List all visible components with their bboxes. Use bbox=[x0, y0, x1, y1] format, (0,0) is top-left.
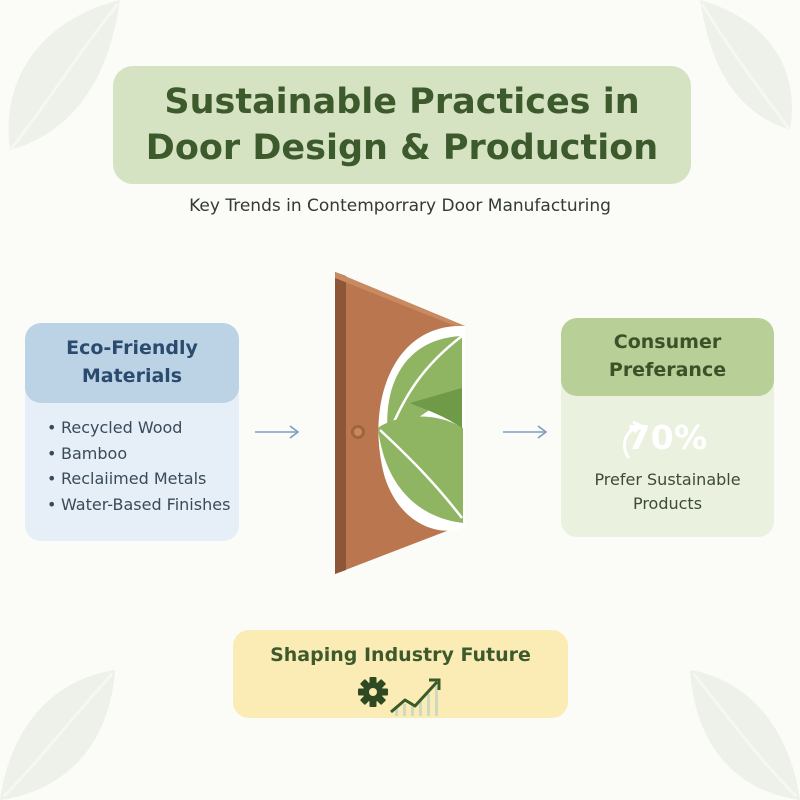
consumer-preference-card: Consumer Preferance 70% Prefer Sustainab… bbox=[561, 318, 774, 537]
arrow-right-icon bbox=[255, 425, 300, 439]
list-item: •Water-Based Finishes bbox=[47, 494, 231, 514]
page-subtitle: Key Trends in Contemporrary Door Manufac… bbox=[189, 196, 611, 216]
background-leaf-icon bbox=[8, 0, 121, 151]
gear-icon bbox=[358, 677, 388, 707]
stat-value: 70% bbox=[627, 418, 708, 457]
list-item: •Reclaiimed Metals bbox=[47, 469, 207, 488]
background-leaf-icon bbox=[700, 0, 792, 131]
industry-future-banner: Shaping Industry Future bbox=[233, 630, 568, 718]
consumer-card-header: Consumer Preferance bbox=[561, 318, 774, 396]
growth-chart-icon bbox=[358, 677, 441, 716]
page-title: Sustainable Practices in Door Design & P… bbox=[145, 81, 659, 168]
list-item: •Bamboo bbox=[47, 443, 128, 463]
eco-card-header: Eco-Friendly Materials bbox=[25, 323, 239, 403]
materials-list: •Recycled Wood •Bamboo •Reclaiimed Metal… bbox=[47, 415, 230, 517]
title-banner: Sustainable Practices in Door Design & P… bbox=[113, 66, 691, 184]
eco-card-title: Eco-Friendly Materials bbox=[66, 337, 198, 387]
arrow-right-icon bbox=[503, 425, 548, 439]
background-leaf-icon bbox=[0, 670, 115, 800]
list-item: •Recycled Wood bbox=[47, 418, 183, 437]
eco-friendly-materials-card: Eco-Friendly Materials •Recycled Wood •B… bbox=[25, 323, 239, 541]
circular-arrow-icon bbox=[622, 420, 644, 459]
background-leaf-icon bbox=[690, 670, 800, 800]
stat-label: Prefer Sustainable Products bbox=[594, 470, 741, 513]
industry-future-title: Shaping Industry Future bbox=[270, 644, 531, 666]
consumer-card-title: Consumer Preferance bbox=[608, 331, 727, 381]
door-leaf-icon bbox=[335, 272, 465, 574]
